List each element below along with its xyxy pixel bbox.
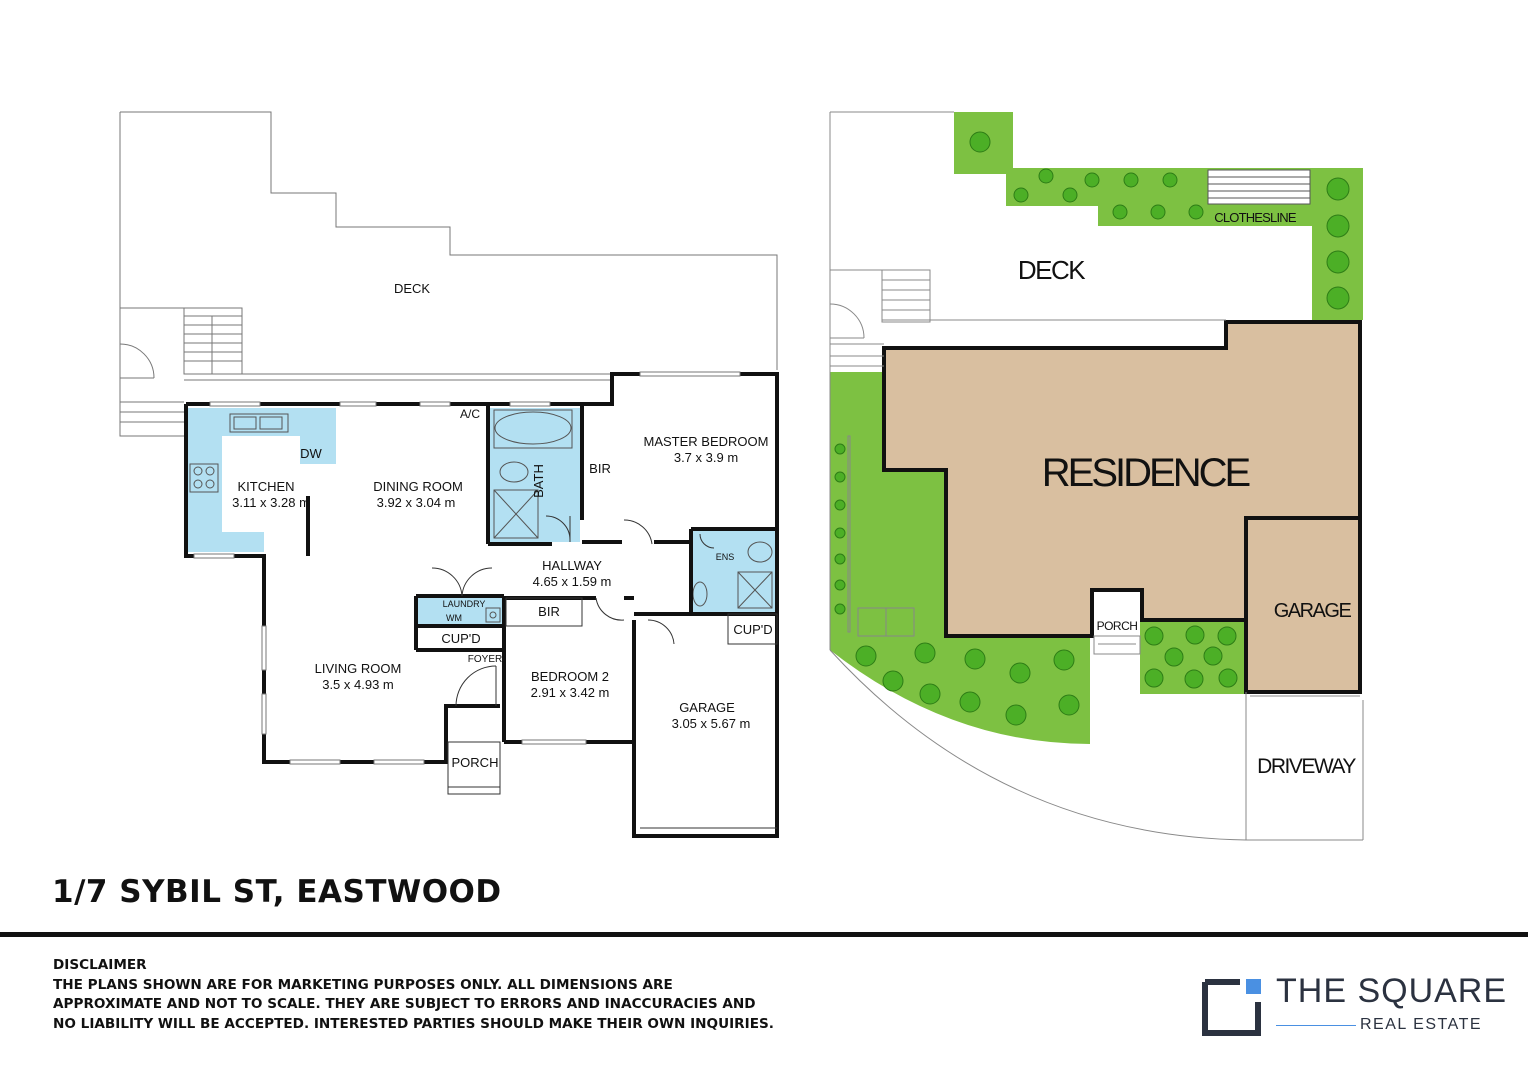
kitchen-label: KITCHEN [237,479,294,494]
site-plan: DECK CLOTHESLINE RESIDENCE PORCH GARAGE … [829,111,1364,841]
dishwasher-label: DW [300,446,322,461]
logo-underline [1276,1025,1356,1026]
bath-label: BATH [531,464,546,498]
hallway-dims: 4.65 x 1.59 m [533,574,612,589]
foyer-label: FOYER [468,654,502,665]
site-garage-block [1244,516,1362,694]
logo-name: THE SQUARE [1276,972,1508,1010]
agency-logo: THE SQUARE REAL ESTATE [1200,972,1506,1036]
disclaimer: DISCLAIMER THE PLANS SHOWN ARE FOR MARKE… [53,956,813,1034]
bath-area [490,408,580,542]
square-logo-icon [1202,979,1261,1036]
garage-label: GARAGE [679,700,735,715]
disclaimer-line: APPROXIMATE AND NOT TO SCALE. THEY ARE S… [53,996,756,1012]
site-porch-label: PORCH [1097,619,1138,633]
ac-label: A/C [460,407,480,421]
garage-dims: 3.05 x 5.67 m [672,716,751,731]
clothesline [1207,169,1311,205]
laundry-cupboard-label: CUP'D [441,631,480,646]
bedroom2-label: BEDROOM 2 [531,669,609,684]
porch-label: PORCH [452,755,499,770]
divider-rule [0,932,1528,937]
side-lawn [830,372,1090,744]
ensuite-area [691,529,775,612]
plans-canvas: DECK KITCHEN 3.11 x 3.28 m DW A/C DINING… [119,111,1364,841]
master-bedroom-label: MASTER BEDROOM [644,434,769,449]
clothesline-label: CLOTHESLINE [1214,210,1297,225]
dining-label: DINING ROOM [373,479,463,494]
disclaimer-line: THE PLANS SHOWN ARE FOR MARKETING PURPOS… [53,976,673,993]
laundry-label: LAUNDRY [443,599,486,609]
kitchen-dims: 3.11 x 3.28 m [232,495,310,510]
residence-block [882,320,1362,638]
shrubs [834,131,1350,726]
site-deck-label: DECK [1018,255,1086,285]
disclaimer-title: DISCLAIMER [53,957,147,973]
ensuite-label: ENS [716,552,735,562]
site-garage-label: GARAGE [1274,600,1352,622]
living-room-dims: 3.5 x 4.93 m [322,677,394,692]
driveway-label: DRIVEWAY [1257,755,1356,778]
logo-subtitle: REAL ESTATE [1360,1016,1483,1033]
disclaimer-line: NO LIABILITY WILL BE ACCEPTED. INTERESTE… [53,1015,774,1032]
living-room-label: LIVING ROOM [315,661,402,676]
master-bir-label: BIR [589,461,611,476]
bedroom2-bir-label: BIR [538,604,560,619]
master-bedroom-dims: 3.7 x 3.9 m [674,450,738,465]
dining-dims: 3.92 x 3.04 m [377,495,456,510]
hallway-label: HALLWAY [542,558,602,573]
floor-plan: DECK KITCHEN 3.11 x 3.28 m DW A/C DINING… [119,111,779,838]
deck-stairs [119,307,243,423]
washing-machine-label: WM [446,613,462,623]
residence-label: RESIDENCE [1042,451,1250,495]
deck-left-edge [119,112,184,437]
bedroom2-dims: 2.91 x 3.42 m [531,685,610,700]
deck-outline [120,111,778,370]
property-address: 1/7 SYBIL ST, EASTWOOD [52,874,502,910]
garage-cupboard-label: CUP'D [733,622,772,637]
deck-label: DECK [394,281,430,296]
